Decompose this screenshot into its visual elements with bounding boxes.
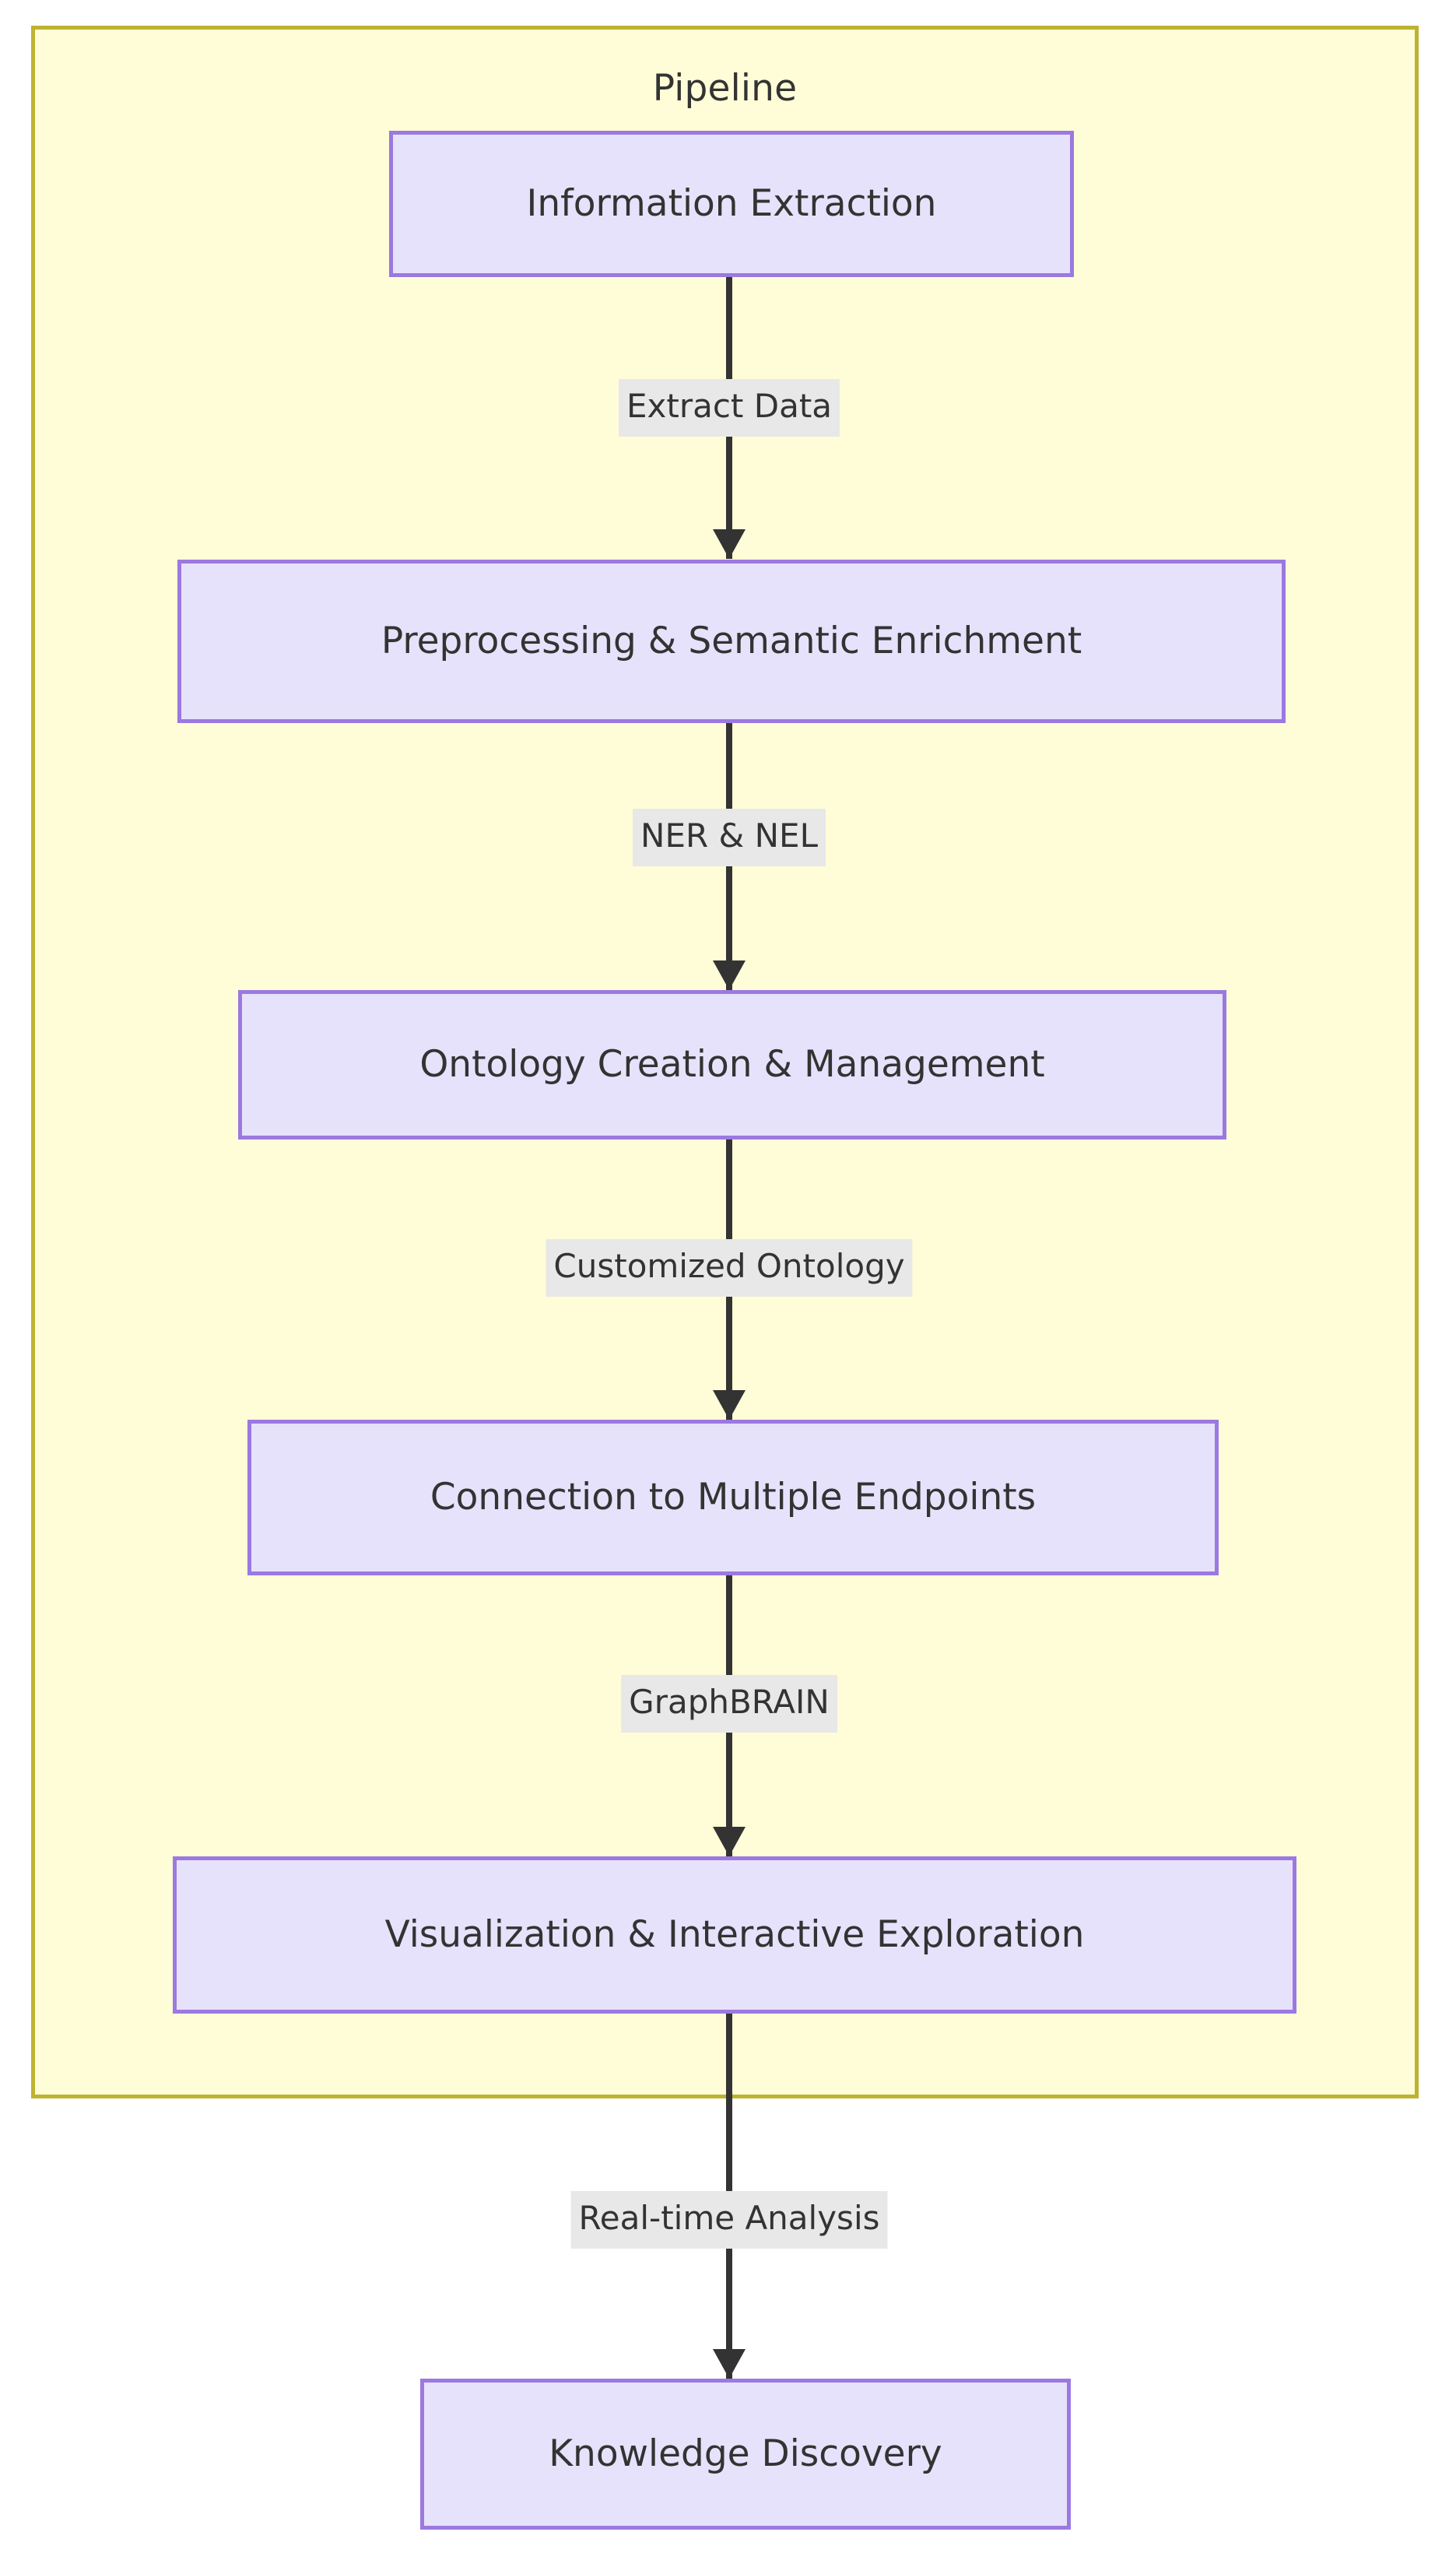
cluster-title-pipeline: Pipeline	[652, 67, 798, 110]
node-ontology-management[interactable]: Ontology Creation & Management	[238, 990, 1226, 1140]
arrowhead-icon-extract-data	[713, 529, 746, 559]
edge-label-real-time-analysis: Real-time Analysis	[570, 2191, 888, 2249]
edge-label-ner-nel: NER & NEL	[633, 809, 826, 866]
node-preprocessing-enrichment[interactable]: Preprocessing & Semantic Enrichment	[177, 560, 1286, 723]
node-information-extraction[interactable]: Information Extraction	[389, 131, 1074, 277]
arrowhead-icon-ner-nel	[713, 960, 746, 990]
arrowhead-icon-customized-ontology	[713, 1390, 746, 1420]
arrowhead-icon-real-time-analysis	[713, 2349, 746, 2379]
node-visualization-exploration[interactable]: Visualization & Interactive Exploration	[173, 1856, 1296, 2014]
edge-label-customized-ontology: Customized Ontology	[546, 1239, 913, 1297]
edge-label-graphbrain: GraphBRAIN	[621, 1675, 837, 1733]
node-knowledge-discovery[interactable]: Knowledge Discovery	[420, 2379, 1071, 2530]
edge-label-extract-data: Extract Data	[618, 379, 840, 437]
node-multiple-endpoints[interactable]: Connection to Multiple Endpoints	[247, 1420, 1219, 1575]
arrowhead-icon-graphbrain	[713, 1827, 746, 1856]
